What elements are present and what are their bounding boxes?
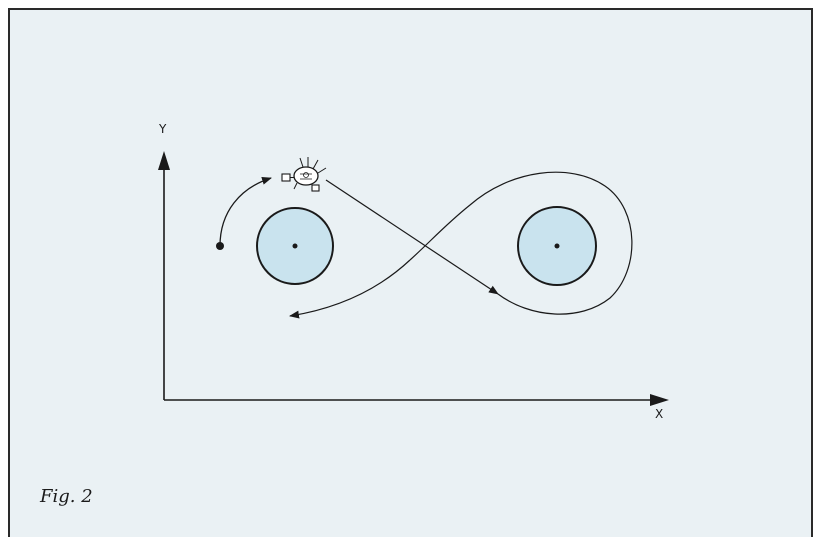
x-axis-label: X [655,407,664,421]
trajectory-outbound [326,180,498,294]
y-axis-arrowhead [158,151,170,170]
right-planet-center [555,244,560,249]
satellite-icon [282,157,326,191]
figure-caption: Fig. 2 [40,486,93,507]
y-axis-label: Y [159,122,167,136]
x-axis-arrowhead [650,394,669,406]
left-planet-center [293,244,298,249]
